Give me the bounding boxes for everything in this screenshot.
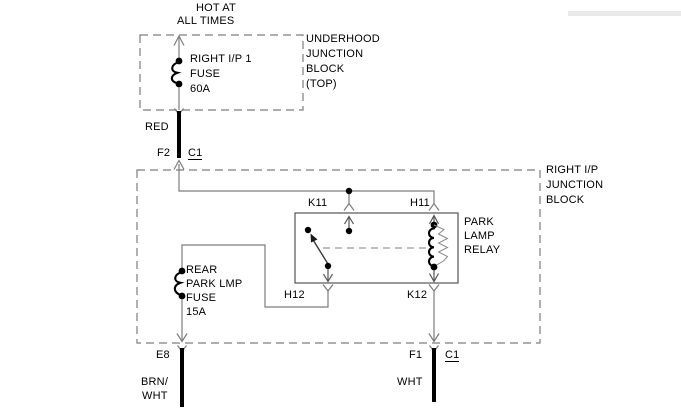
fuse-60a-name-line2: FUSE xyxy=(190,68,221,80)
fuse-15a-symbol xyxy=(173,267,186,300)
relay-terminal-chevrons xyxy=(322,202,440,292)
terminal-k11-chevron xyxy=(343,202,355,211)
underhood-block-title-line3: BLOCK xyxy=(306,63,345,75)
terminal-k12-chevron xyxy=(428,284,440,292)
hot-at-label-line2: ALL TIMES xyxy=(177,15,235,27)
red-feed-wire xyxy=(174,108,184,158)
switch-arm-arrowhead xyxy=(310,233,318,243)
underhood-junction-block-box xyxy=(139,34,304,111)
fuse-60a-rating: 60A xyxy=(190,83,211,95)
terminal-h11-chevron xyxy=(428,202,440,211)
park-lamp-relay-case xyxy=(294,212,459,284)
underhood-block-title-line1: UNDERHOOD xyxy=(306,33,380,45)
underhood-block-title-line4: (TOP) xyxy=(306,78,337,90)
terminal-k12-label: K12 xyxy=(407,289,428,301)
switch-arm xyxy=(311,238,329,265)
relay-name-line2: LAMP xyxy=(464,230,495,242)
wire-color-brn-wht-line2: WHT xyxy=(142,390,168,402)
fuse-15a-name-line1: REAR xyxy=(186,264,218,276)
terminal-h12-label: H12 xyxy=(284,289,305,301)
f1-exit xyxy=(428,291,440,402)
pin-f2-label: F2 xyxy=(157,147,171,159)
hot-at-label-line1: HOT AT xyxy=(196,2,236,14)
power-entry-arrow xyxy=(173,34,185,60)
pin-e8-label: E8 xyxy=(156,349,170,361)
ip-block-title-line3: BLOCK xyxy=(546,194,585,206)
connector-c1-bottom-label: C1 xyxy=(445,349,460,362)
wire-color-brn-wht-line1: BRN/ xyxy=(141,376,169,388)
ip-block-title-line1: RIGHT I/P xyxy=(546,164,599,176)
fuse-15a-name-line2: PARK LMP xyxy=(186,278,243,290)
junction-dot xyxy=(345,187,353,195)
relay-name-line3: RELAY xyxy=(464,244,501,256)
wire-color-wht-label: WHT xyxy=(397,376,423,388)
fuse-60a-name-line1: RIGHT I/P 1 xyxy=(190,53,252,65)
coil-winding xyxy=(428,227,436,268)
terminal-k11-label: K11 xyxy=(308,197,328,209)
pin-f1-label: F1 xyxy=(409,349,423,361)
fuse-15a-rating: 15A xyxy=(186,306,207,318)
coil-resistor xyxy=(433,224,449,267)
feed-bus-wire xyxy=(178,164,435,204)
h12-to-fuse-wire xyxy=(181,244,329,308)
underhood-block-title-line2: JUNCTION xyxy=(306,48,364,60)
fuse-15a-name-line3: FUSE xyxy=(186,292,217,304)
wire-color-red-label: RED xyxy=(145,121,169,133)
e8-exit xyxy=(176,299,188,407)
relay-coil xyxy=(323,214,449,283)
terminal-h11-label: H11 xyxy=(410,197,430,209)
ip-block-title-line2: JUNCTION xyxy=(546,179,604,191)
relay-name-line1: PARK xyxy=(464,216,494,228)
f2-c1-entry-arrow xyxy=(173,159,185,170)
fuse-60a-symbol xyxy=(170,57,183,110)
connector-c1-top-label: C1 xyxy=(188,147,203,160)
relay-switch xyxy=(304,215,355,283)
ip-junction-block-box xyxy=(136,169,541,344)
terminal-h12-chevron xyxy=(322,284,334,292)
page-scrollbar-fragment xyxy=(568,11,681,16)
